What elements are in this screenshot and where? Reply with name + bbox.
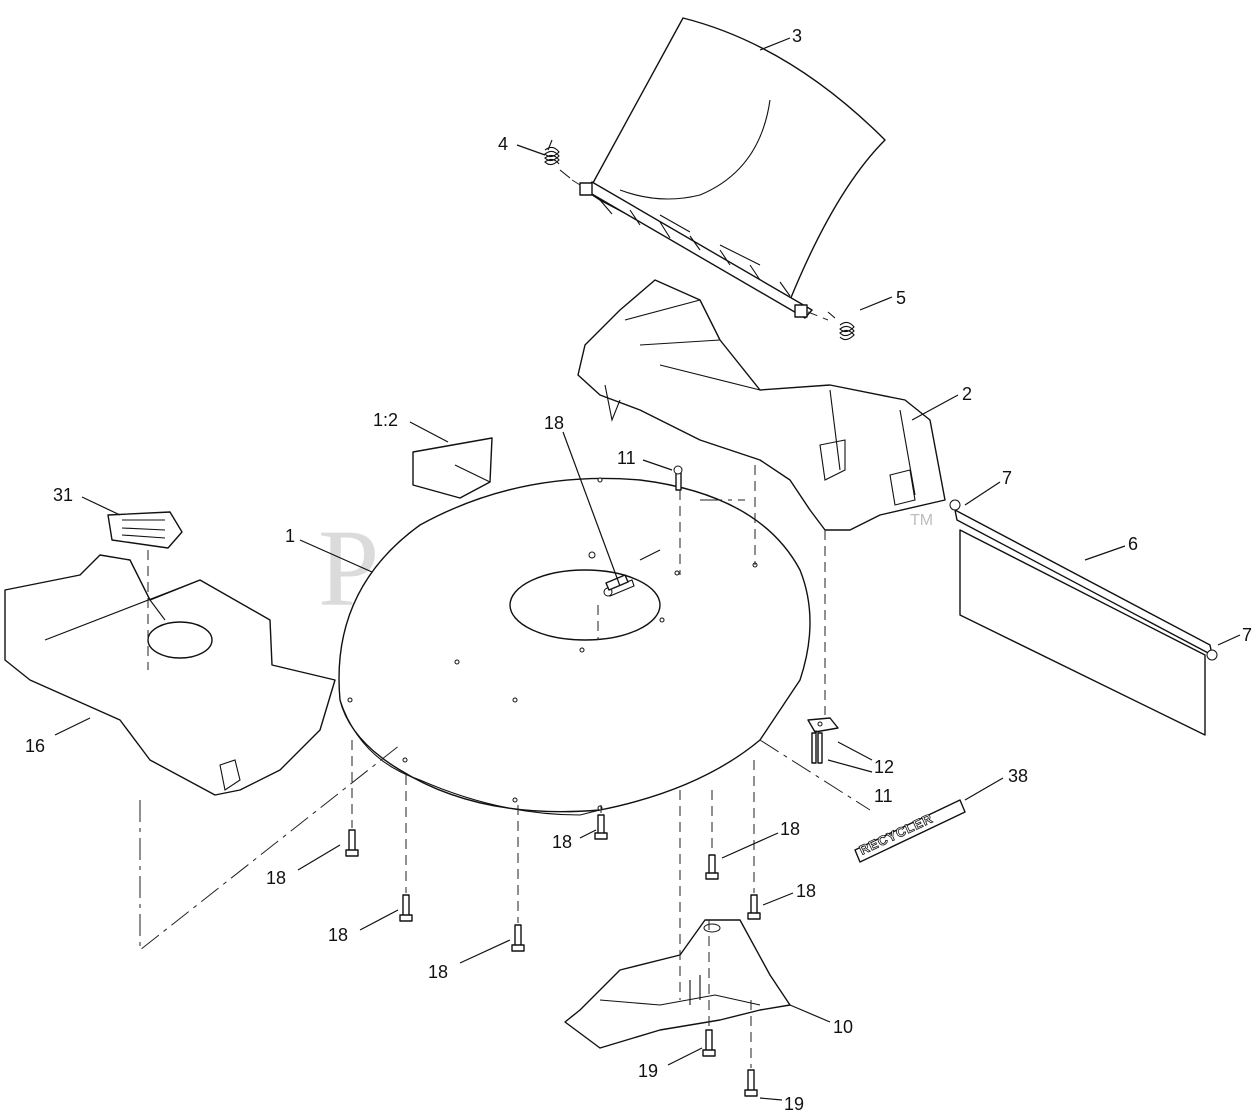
part-1-2-plate[interactable] — [412, 437, 493, 499]
callout-11-top: 11 — [617, 448, 636, 468]
bolt-18-e[interactable] — [705, 854, 719, 880]
part-5-torsion-spring[interactable] — [807, 311, 855, 341]
callout-7-top: 7 — [1002, 468, 1012, 488]
callout-18-e: 18 — [780, 819, 800, 839]
callout-5: 5 — [896, 288, 906, 308]
bolt-19-a[interactable] — [702, 1029, 716, 1057]
bolt-18-b[interactable] — [399, 894, 413, 922]
bolt-19-b[interactable] — [744, 1069, 758, 1097]
part-6-flap-panel[interactable] — [949, 499, 1218, 736]
callout-31: 31 — [53, 485, 73, 505]
part-12-bracket[interactable] — [807, 717, 839, 733]
part-1-mower-deck[interactable] — [338, 477, 811, 816]
part-3-rear-flap[interactable] — [579, 17, 886, 319]
part-11-screw-bottom[interactable] — [811, 732, 823, 764]
callout-18-top: 18 — [544, 413, 564, 433]
watermark-tm: TM — [910, 512, 933, 529]
part-16-side-shield[interactable] — [4, 550, 336, 796]
assembly-line — [139, 744, 401, 952]
bolt-18-f[interactable] — [747, 894, 761, 920]
callout-1-2: 1:2 — [373, 410, 398, 430]
callout-18-f: 18 — [796, 881, 816, 901]
bolt-18-a[interactable] — [345, 829, 359, 857]
callout-11-bottom: 11 — [874, 786, 893, 806]
bolt-18-c[interactable] — [511, 924, 525, 952]
callout-38: 38 — [1008, 766, 1028, 786]
callout-18-b: 18 — [328, 925, 348, 945]
callout-18-d: 18 — [552, 832, 572, 852]
callout-10: 10 — [833, 1017, 853, 1037]
part-2-rear-housing[interactable] — [577, 279, 946, 531]
callout-1: 1 — [285, 526, 295, 546]
callout-3: 3 — [792, 26, 802, 46]
recycler-decal-text: RECYCLER — [857, 811, 935, 858]
assembly-line — [759, 739, 871, 811]
callout-16: 16 — [25, 736, 45, 756]
part-31-decal[interactable] — [107, 511, 183, 549]
callout-4: 4 — [498, 134, 508, 154]
callout-18-a: 18 — [266, 868, 286, 888]
callout-19-b: 19 — [784, 1094, 804, 1114]
callout-2: 2 — [962, 384, 972, 404]
bolt-18-d[interactable] — [594, 814, 608, 840]
callout-12: 12 — [874, 757, 894, 777]
callout-19-a: 19 — [638, 1061, 658, 1081]
bolt-18-top[interactable] — [605, 574, 629, 591]
callout-18-c: 18 — [428, 962, 448, 982]
part-4-torsion-spring[interactable] — [544, 139, 586, 189]
part-10-baffle[interactable] — [564, 919, 791, 1049]
part-11-screw-top[interactable] — [673, 465, 683, 491]
part-38-recycler-decal[interactable]: RECYCLER — [854, 799, 966, 863]
callout-7-right: 7 — [1242, 625, 1252, 645]
callout-6: 6 — [1128, 534, 1138, 554]
